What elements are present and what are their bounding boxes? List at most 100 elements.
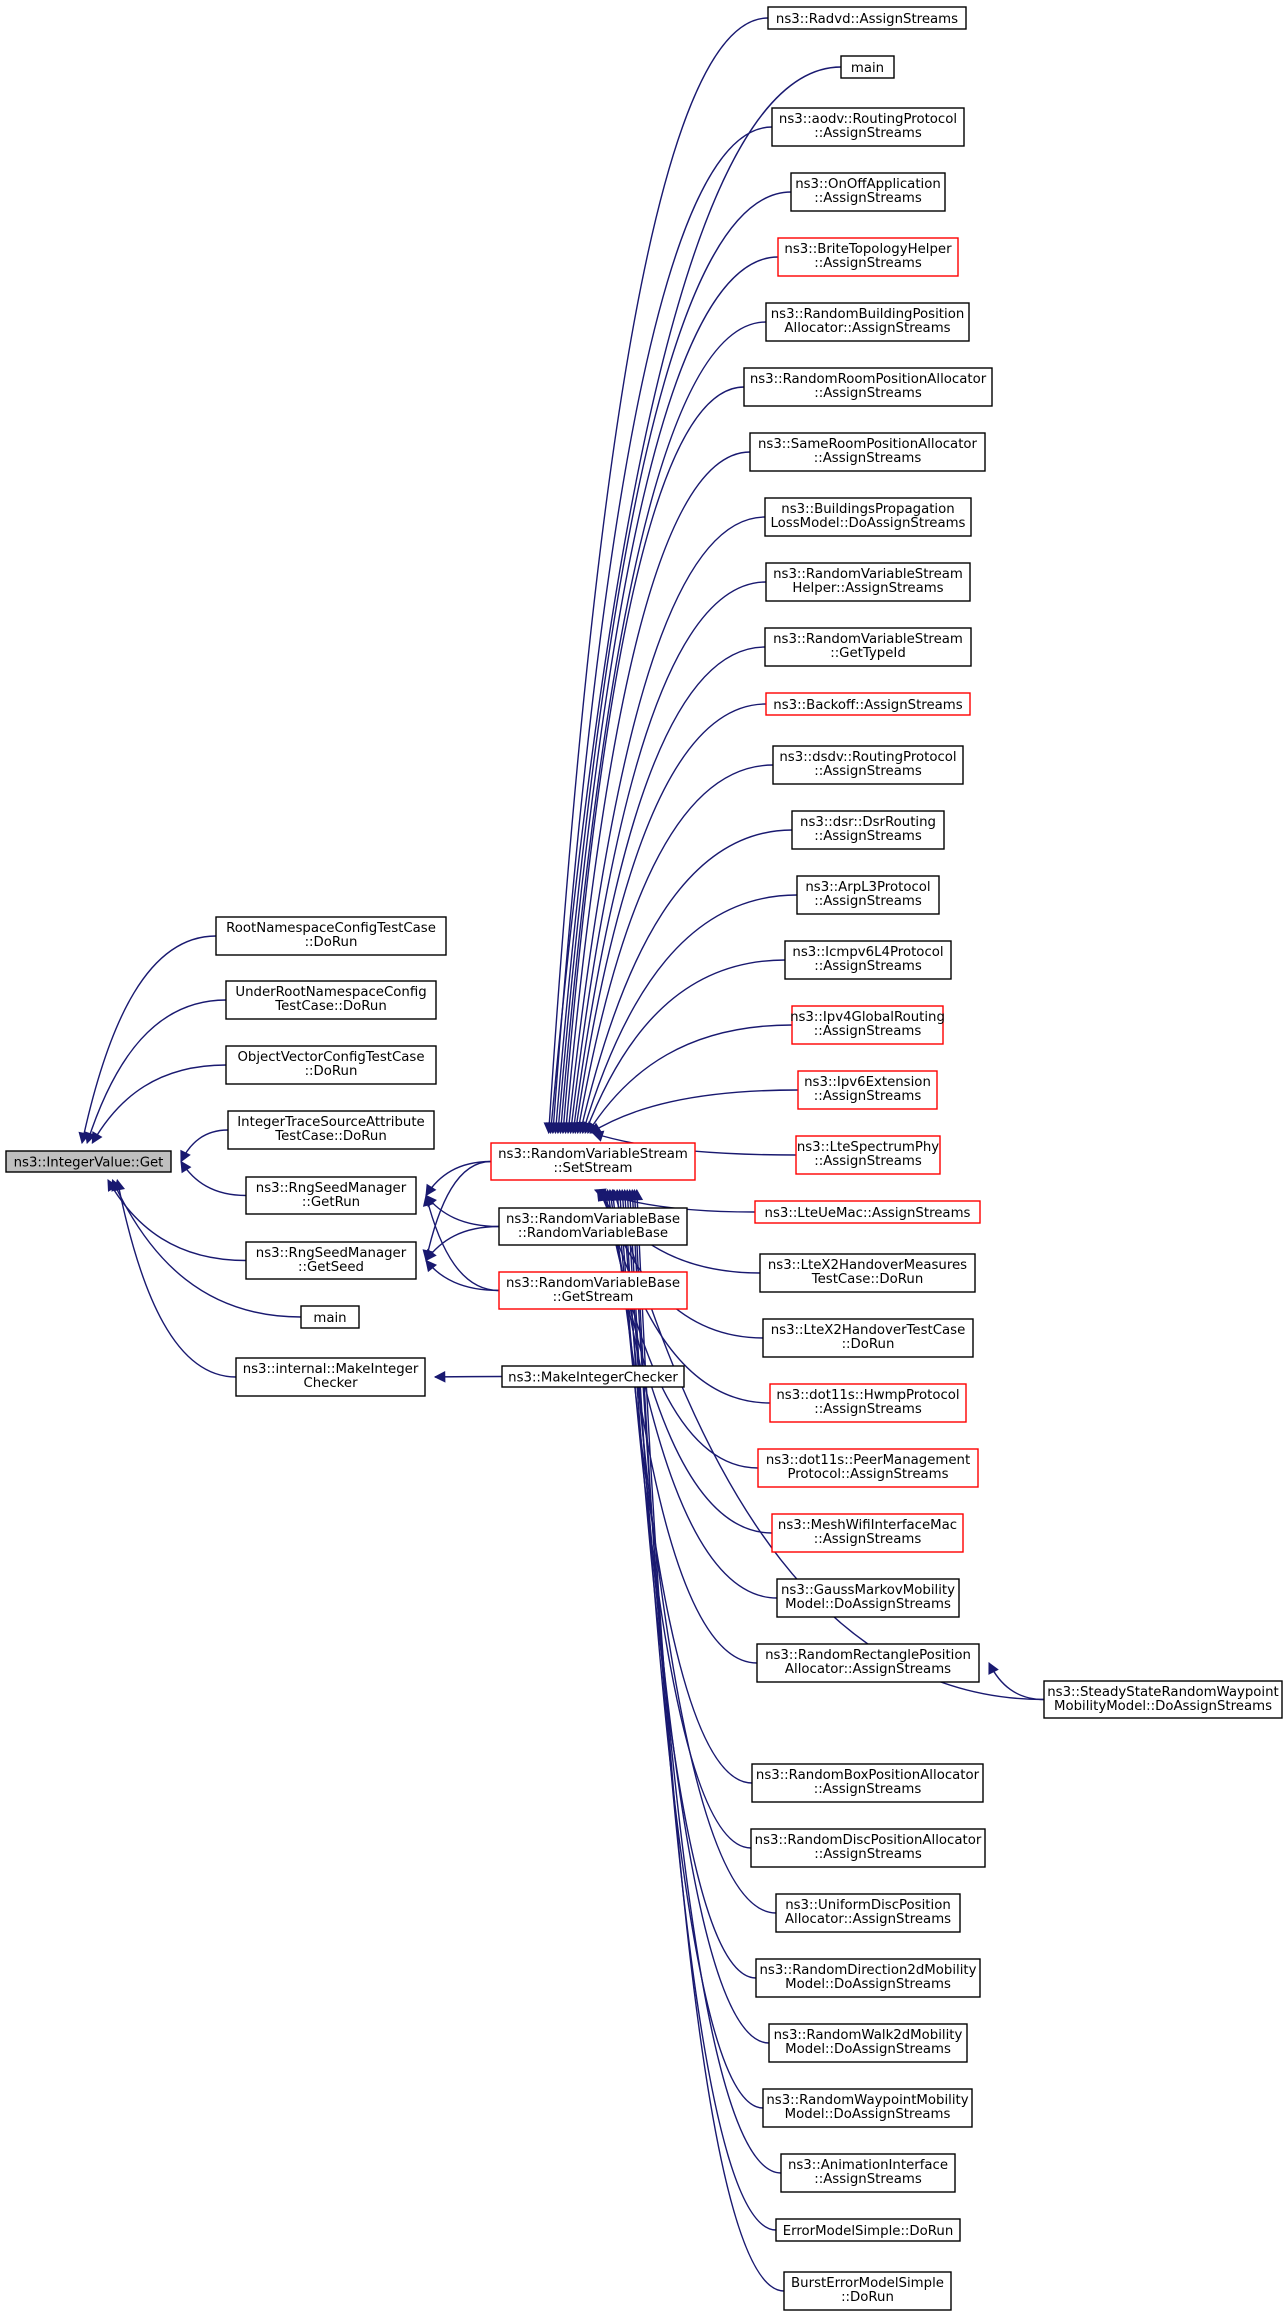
node-c24[interactable]: ns3::MeshWifiInterfaceMac::AssignStreams — [771, 1513, 964, 1553]
node-label: ::AssignStreams — [814, 126, 922, 141]
node-c2[interactable]: ns3::aodv::RoutingProtocol::AssignStream… — [771, 107, 965, 147]
node-label: ObjectVectorConfigTestCase — [237, 1050, 424, 1065]
node-c13[interactable]: ns3::dsr::DsrRouting::AssignStreams — [791, 810, 945, 850]
node-c3[interactable]: ns3::OnOffApplication::AssignStreams — [790, 172, 946, 212]
edge-c2-n9 — [552, 126, 773, 1134]
node-box — [776, 1578, 960, 1618]
node-n9[interactable]: ns3::RandomVariableStream::SetStream — [490, 1142, 696, 1181]
node-box — [490, 1142, 696, 1181]
node-box — [235, 1357, 426, 1397]
node-label: ::DoRun — [305, 935, 358, 950]
edge-c13-n9 — [579, 829, 793, 1134]
node-c18[interactable]: ns3::LteSpectrumPhy::AssignStreams — [795, 1135, 941, 1175]
node-c31[interactable]: ns3::RandomWalk2dMobilityModel::DoAssign… — [768, 2023, 968, 2063]
node-n6[interactable]: ns3::RngSeedManager::GetSeed — [245, 1241, 417, 1280]
node-box — [762, 1318, 974, 1358]
node-c6[interactable]: ns3::RandomRoomPositionAllocator::Assign… — [743, 367, 993, 407]
node-c28[interactable]: ns3::RandomDiscPositionAllocator::Assign… — [750, 1828, 986, 1868]
node-c20[interactable]: ns3::LteX2HandoverMeasuresTestCase::DoRu… — [759, 1253, 976, 1293]
node-c14[interactable]: ns3::ArpL3Protocol::AssignStreams — [796, 875, 940, 915]
node-c23[interactable]: ns3::dot11s::PeerManagementProtocol::Ass… — [757, 1448, 979, 1488]
node-n10[interactable]: ns3::RandomVariableBase::RandomVariableB… — [498, 1207, 688, 1246]
edge-n2-root — [86, 999, 227, 1144]
node-c8[interactable]: ns3::BuildingsPropagationLossModel::DoAs… — [764, 497, 972, 537]
node-c30[interactable]: ns3::RandomDirection2dMobilityModel::DoA… — [755, 1958, 981, 1998]
node-box — [765, 692, 971, 716]
node-label: ErrorModelSimple::DoRun — [783, 2224, 954, 2239]
node-n1[interactable]: RootNamespaceConfigTestCase::DoRun — [215, 916, 447, 956]
node-c1[interactable]: main — [840, 55, 895, 79]
node-label: ::AssignStreams — [814, 191, 922, 206]
node-label: ns3::aodv::RoutingProtocol — [779, 112, 957, 127]
node-label: UnderRootNamespaceConfig — [235, 985, 426, 1000]
node-c4[interactable]: ns3::BriteTopologyHelper::AssignStreams — [777, 237, 959, 277]
node-label: Model::DoAssignStreams — [785, 1977, 951, 1992]
node-label: ::AssignStreams — [814, 1024, 922, 1039]
arrowhead-c18-n9 — [591, 1130, 605, 1142]
node-c22[interactable]: ns3::dot11s::HwmpProtocol::AssignStreams — [769, 1383, 967, 1423]
node-c32[interactable]: ns3::RandomWaypointMobilityModel::DoAssi… — [762, 2088, 973, 2128]
node-label: ns3::UniformDiscPosition — [785, 1898, 951, 1913]
node-label: ns3::SteadyStateRandomWaypoint — [1047, 1685, 1279, 1700]
node-label: ns3::GaussMarkovMobility — [781, 1583, 955, 1598]
node-n11[interactable]: ns3::RandomVariableBase::GetStream — [498, 1271, 688, 1310]
node-label: ::AssignStreams — [814, 1532, 922, 1547]
node-c7[interactable]: ns3::SameRoomPositionAllocator::AssignSt… — [749, 432, 986, 472]
node-c19[interactable]: ns3::LteUeMac::AssignStreams — [754, 1200, 981, 1224]
node-s1[interactable]: ns3::SteadyStateRandomWaypointMobilityMo… — [1043, 1680, 1283, 1719]
node-c26[interactable]: ns3::RandomRectanglePositionAllocator::A… — [756, 1643, 980, 1683]
node-n12[interactable]: ns3::MakeIntegerChecker — [501, 1365, 685, 1388]
node-c0[interactable]: ns3::Radvd::AssignStreams — [767, 6, 967, 30]
node-c15[interactable]: ns3::Icmpv6L4Protocol::AssignStreams — [784, 940, 952, 980]
node-box — [765, 302, 970, 342]
node-label: ::DoRun — [305, 1064, 358, 1079]
node-label: ns3::LteX2HandoverTestCase — [771, 1323, 966, 1338]
node-c27[interactable]: ns3::RandomBoxPositionAllocator::AssignS… — [751, 1763, 984, 1803]
node-label: ::AssignStreams — [814, 829, 922, 844]
node-n5[interactable]: ns3::RngSeedManager::GetRun — [245, 1176, 417, 1215]
node-n3[interactable]: ObjectVectorConfigTestCase::DoRun — [225, 1045, 437, 1085]
edge-c14-n9 — [582, 894, 798, 1134]
edge-c28-n9 — [618, 1189, 752, 1849]
node-c12[interactable]: ns3::dsdv::RoutingProtocol::AssignStream… — [772, 745, 964, 785]
node-n8[interactable]: ns3::internal::MakeIntegerChecker — [235, 1357, 426, 1397]
node-c10[interactable]: ns3::RandomVariableStream::GetTypeId — [764, 627, 972, 667]
node-box — [795, 1135, 941, 1175]
node-box — [769, 1383, 967, 1423]
node-box — [783, 2271, 952, 2311]
node-box — [790, 172, 946, 212]
node-c16[interactable]: ns3::Ipv4GlobalRouting::AssignStreams — [790, 1005, 945, 1045]
node-c11[interactable]: ns3::Backoff::AssignStreams — [765, 692, 971, 716]
node-c17[interactable]: ns3::Ipv6Extension::AssignStreams — [797, 1070, 938, 1110]
node-label: LossModel::DoAssignStreams — [771, 516, 966, 531]
node-box — [756, 1643, 980, 1683]
arrowhead-s1-n9 — [611, 1188, 623, 1202]
node-root[interactable]: ns3::IntegerValue::Get — [5, 1150, 172, 1173]
node-n4[interactable]: IntegerTraceSourceAttributeTestCase::DoR… — [227, 1110, 435, 1150]
node-c33[interactable]: ns3::AnimationInterface::AssignStreams — [780, 2153, 956, 2193]
node-box — [840, 55, 895, 79]
node-c9[interactable]: ns3::RandomVariableStreamHelper::AssignS… — [765, 562, 971, 602]
node-c5[interactable]: ns3::RandomBuildingPositionAllocator::As… — [765, 302, 970, 342]
node-label: ns3::Ipv6Extension — [804, 1075, 931, 1090]
node-label: ns3::RandomDiscPositionAllocator — [755, 1833, 982, 1848]
node-c34[interactable]: ErrorModelSimple::DoRun — [775, 2218, 961, 2242]
edge-n11-n5 — [425, 1195, 500, 1292]
node-n7[interactable]: main — [300, 1305, 360, 1329]
edge-n11-n6 — [425, 1260, 500, 1292]
node-label: ns3::dsdv::RoutingProtocol — [779, 750, 956, 765]
node-c25[interactable]: ns3::GaussMarkovMobilityModel::DoAssignS… — [776, 1578, 960, 1618]
node-box — [498, 1207, 688, 1246]
node-c35[interactable]: BurstErrorModelSimple::DoRun — [783, 2271, 952, 2311]
node-box — [501, 1365, 685, 1388]
node-c21[interactable]: ns3::LteX2HandoverTestCase::DoRun — [762, 1318, 974, 1358]
edge-c17-n9 — [589, 1089, 799, 1134]
arrowhead-n3-root — [91, 1131, 103, 1144]
node-box — [755, 1958, 981, 1998]
node-label: ns3::BuildingsPropagation — [781, 502, 954, 517]
node-label: ns3::MakeIntegerChecker — [508, 1371, 678, 1386]
node-c29[interactable]: ns3::UniformDiscPositionAllocator::Assig… — [775, 1893, 961, 1933]
node-label: ns3::IntegerValue::Get — [14, 1156, 164, 1171]
node-label: ::AssignStreams — [814, 256, 922, 271]
